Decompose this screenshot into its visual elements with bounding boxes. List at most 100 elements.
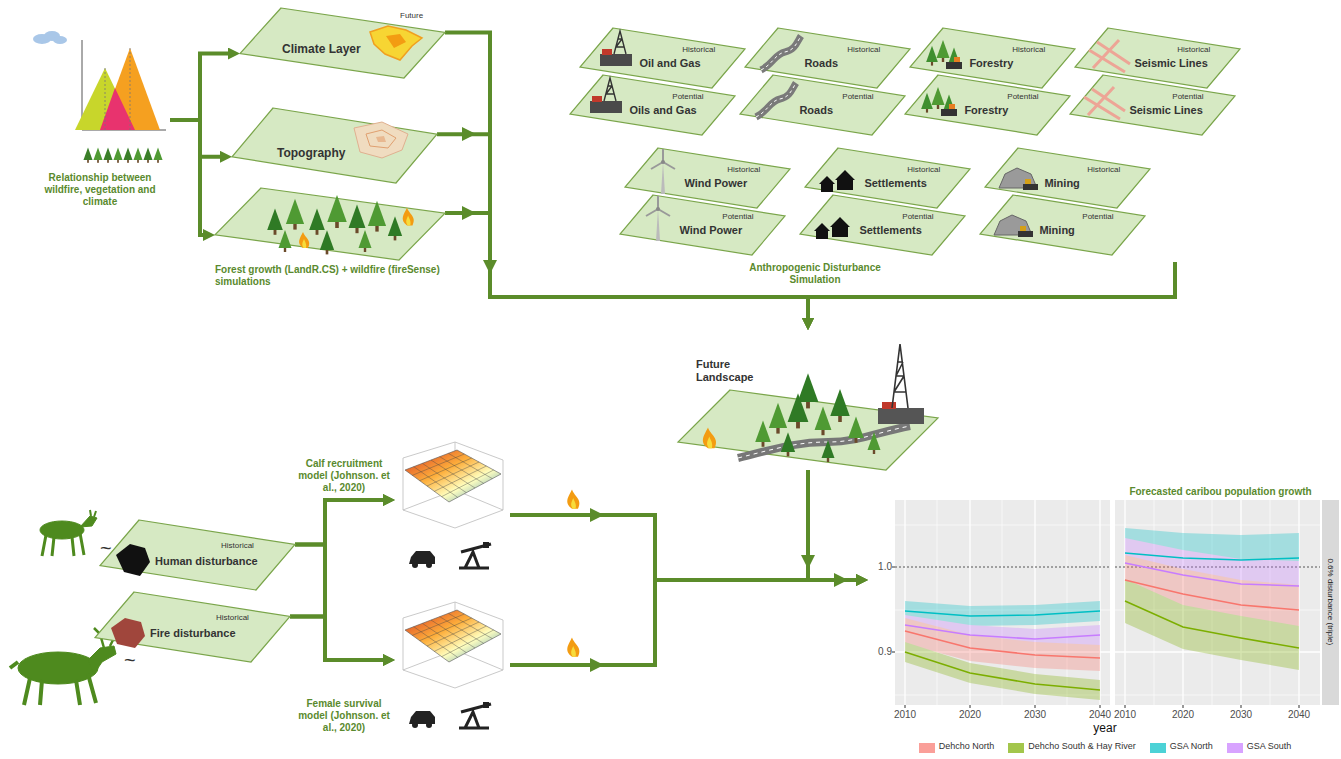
tile-shape bbox=[756, 83, 796, 117]
tile-shape bbox=[299, 232, 309, 248]
tile-shape bbox=[274, 230, 277, 235]
tile-shape bbox=[394, 236, 397, 240]
decorative-arrowheads bbox=[462, 127, 476, 141]
flow-arrow bbox=[510, 515, 856, 580]
node-label: Forestry bbox=[964, 104, 1008, 117]
tile-shape bbox=[942, 58, 944, 62]
tile-tag: Potential bbox=[902, 212, 933, 222]
node-label: Wind Power bbox=[679, 224, 742, 237]
axis-title: year bbox=[1093, 721, 1116, 735]
tile-shape bbox=[838, 416, 842, 422]
decorative-arrowheads bbox=[590, 658, 604, 672]
tile-tag: Historical bbox=[1012, 45, 1045, 55]
map-layer-tile: MiningPotential bbox=[980, 195, 1145, 255]
node-illustration bbox=[113, 147, 122, 160]
node-label: Roads bbox=[799, 104, 833, 117]
forecast-lines bbox=[1125, 563, 1299, 586]
node-illustration bbox=[395, 440, 510, 580]
tile-shape bbox=[855, 438, 858, 443]
flow-arrow bbox=[290, 617, 383, 661]
chart-panels bbox=[895, 500, 1320, 705]
tile-shape bbox=[1084, 87, 1125, 119]
node-illustration bbox=[412, 454, 464, 497]
tile-shape bbox=[1025, 179, 1031, 184]
facet-strip-label: 0.6% disturbance (triple) bbox=[1325, 559, 1335, 646]
node-illustration bbox=[100, 48, 160, 130]
map-layer-tile: Seismic LinesPotential bbox=[1070, 75, 1235, 135]
caribou-silhouette bbox=[24, 674, 96, 705]
node-illustration bbox=[107, 160, 109, 163]
tile-shape bbox=[284, 248, 286, 252]
flow-arrow bbox=[170, 120, 203, 235]
flow-arrow bbox=[170, 120, 220, 157]
tile-shape bbox=[761, 36, 801, 70]
tile-shape bbox=[815, 407, 832, 430]
tile-tag: Historical bbox=[907, 165, 940, 175]
node-illustration bbox=[403, 442, 503, 528]
tile-shape bbox=[326, 250, 329, 254]
node-illustration bbox=[405, 610, 501, 662]
axis-tick: 2020 bbox=[1172, 709, 1194, 721]
tile-shape bbox=[941, 109, 957, 116]
flow-arrow bbox=[510, 580, 856, 665]
map-layer-tile: Wind PowerPotential bbox=[620, 195, 785, 255]
tile-tag: Future bbox=[400, 11, 423, 21]
forecast-lines bbox=[905, 631, 1100, 658]
node-illustration bbox=[127, 160, 129, 163]
tile-shape bbox=[756, 83, 796, 117]
calf-silhouette bbox=[40, 510, 97, 556]
tile-shape bbox=[678, 330, 938, 470]
tile-shape bbox=[926, 46, 938, 62]
tile-shape bbox=[800, 195, 965, 255]
tile-shape bbox=[646, 196, 670, 216]
node-label: Forest growth (LandR.CS) + wildfire (fir… bbox=[215, 264, 445, 288]
tile-tag: Potential bbox=[1082, 212, 1113, 222]
forecast-lines bbox=[905, 625, 1100, 639]
node-label: Settlements bbox=[859, 224, 921, 237]
tile-shape bbox=[111, 618, 145, 648]
node-illustration bbox=[420, 458, 472, 493]
tile-shape bbox=[949, 104, 955, 109]
node-illustration bbox=[53, 36, 67, 44]
forecast-lines bbox=[905, 553, 1299, 690]
tile-shape bbox=[406, 216, 410, 226]
chart-panels bbox=[895, 500, 1110, 705]
tile-shape bbox=[755, 420, 771, 442]
map-layer-tile: Oils and GasPotential bbox=[570, 75, 735, 135]
map-layer-tile: RoadsPotential bbox=[740, 75, 905, 135]
chart-panels bbox=[895, 500, 1320, 705]
node-illustration bbox=[403, 602, 503, 688]
tile-shape bbox=[814, 217, 850, 239]
legend-label: Dehcho South & Hay River bbox=[1028, 741, 1136, 752]
chart-panels bbox=[1115, 500, 1320, 705]
flow-arrow bbox=[295, 545, 383, 661]
tile-shape bbox=[232, 108, 437, 183]
axis-tick: 2010 bbox=[1114, 709, 1136, 721]
tile-shape bbox=[1070, 75, 1235, 135]
tile-shape bbox=[819, 170, 855, 192]
tile-shape bbox=[620, 195, 785, 255]
forecast-lines bbox=[905, 611, 1100, 616]
tile-shape bbox=[354, 122, 408, 158]
flow-arrow bbox=[808, 470, 856, 580]
tile-shape bbox=[592, 96, 602, 102]
axis-tick: 1.0 bbox=[878, 561, 892, 573]
node-illustration bbox=[97, 160, 99, 163]
legend-swatch bbox=[1150, 743, 1166, 753]
tile-tag: Historical bbox=[682, 45, 715, 55]
tile-shape bbox=[882, 402, 896, 409]
node-illustration bbox=[427, 460, 479, 488]
tile-shape bbox=[798, 373, 819, 402]
tile-shape bbox=[740, 75, 905, 135]
map-layer-tile: Future Landscape bbox=[678, 330, 938, 470]
tile-shape bbox=[370, 26, 422, 60]
tile-shape bbox=[937, 105, 939, 109]
tile-shape bbox=[932, 87, 945, 105]
tile-shape bbox=[873, 450, 875, 454]
tile-shape bbox=[359, 230, 372, 248]
tile-shape bbox=[293, 224, 296, 230]
tile-shape bbox=[946, 62, 962, 69]
decorative-arrowheads bbox=[483, 260, 497, 274]
calf-silhouette bbox=[42, 533, 84, 556]
